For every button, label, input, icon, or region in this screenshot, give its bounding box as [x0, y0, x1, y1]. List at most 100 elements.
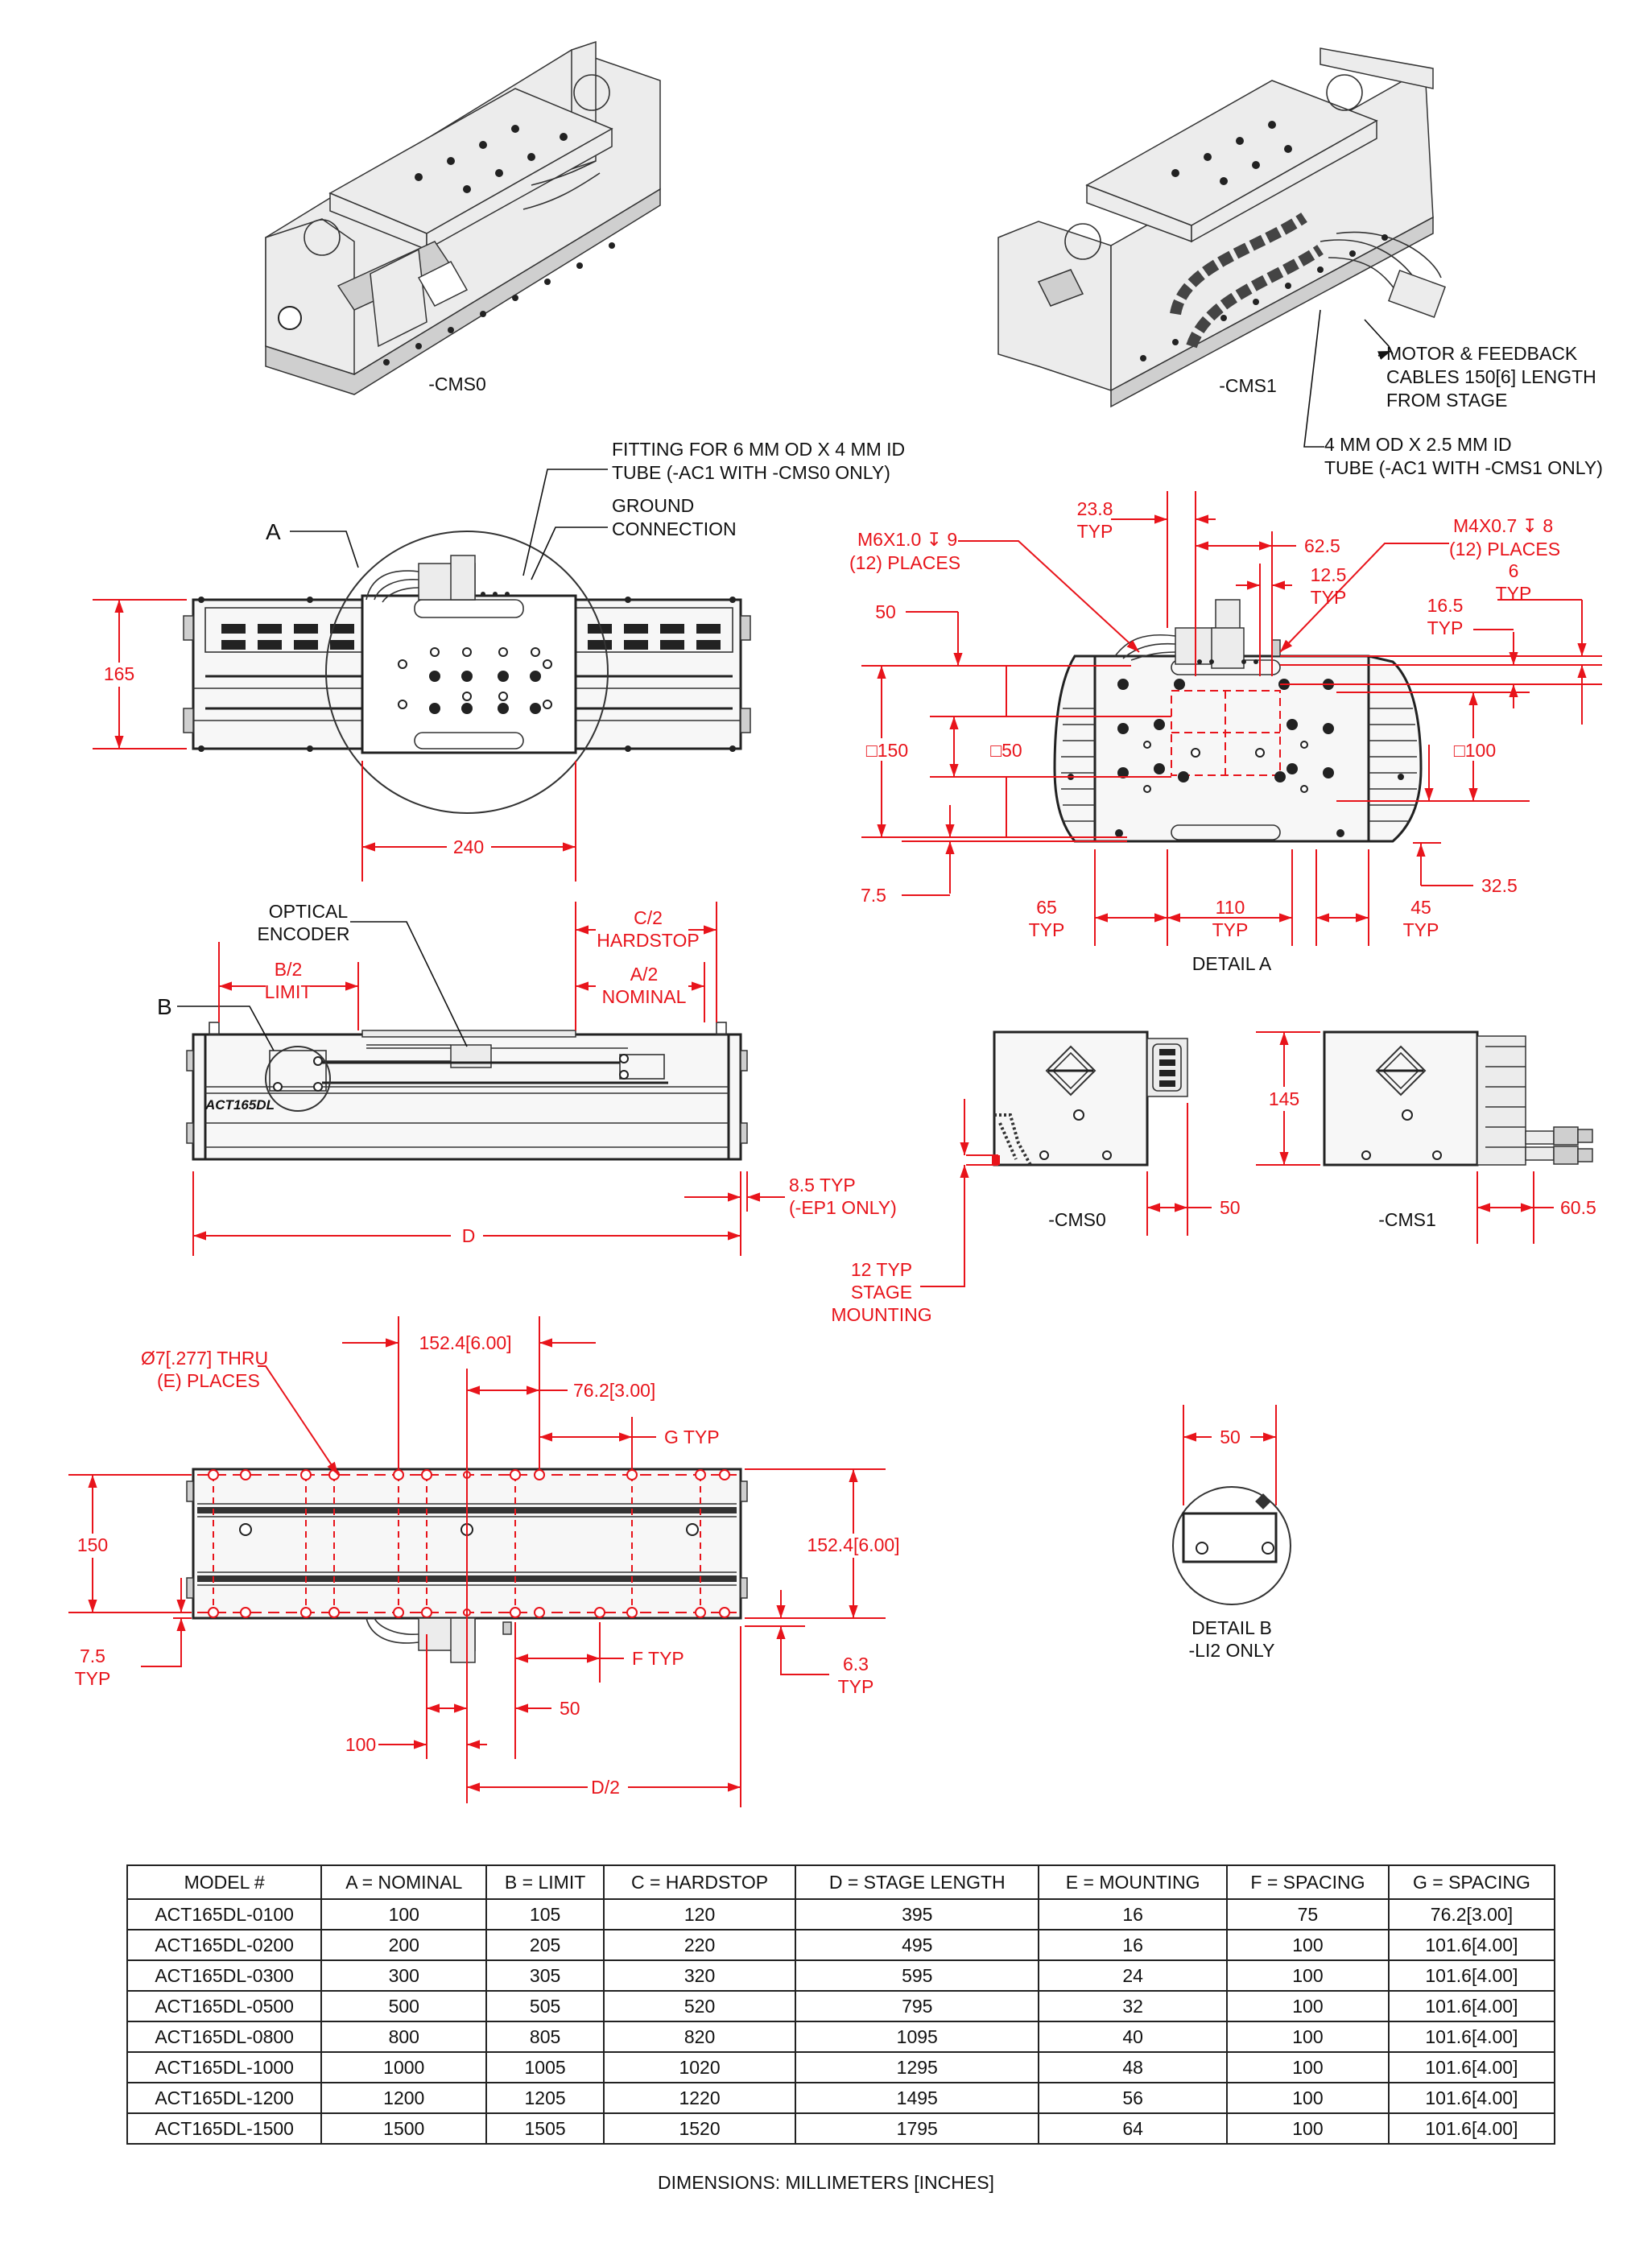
- cell-b: 105: [485, 1898, 605, 1930]
- tube-cms1-line2: TUBE (-AC1 WITH -CMS1 ONLY): [1324, 457, 1603, 478]
- encoder-line2: ENCODER: [257, 923, 349, 944]
- detail-a-ref: A: [266, 519, 281, 544]
- bottom-view: Ø7[.277] THRU (E) PLACES 152.4[6.00] 76.…: [68, 1316, 906, 1807]
- d45-line2: TYP: [1403, 919, 1439, 940]
- cell-f: 75: [1225, 1898, 1390, 1930]
- cell-c: 220: [602, 1929, 797, 1961]
- d110-line1: 110: [1216, 897, 1245, 918]
- cell-e: 48: [1038, 2051, 1228, 2083]
- d63-line1: 6.3: [843, 1654, 869, 1674]
- dim-50-detail-b: 50: [1220, 1427, 1241, 1447]
- motor-cables-line3: FROM STAGE: [1386, 390, 1507, 411]
- cell-e: 40: [1038, 2021, 1228, 2053]
- end-cms1-label: -CMS1: [1378, 1209, 1436, 1230]
- d75-bottom-line2: TYP: [75, 1668, 111, 1689]
- side-view: ACT165DL B OPTICAL ENCODER B/2 LIMIT C/2…: [157, 901, 897, 1256]
- dim-60-5: 60.5: [1560, 1197, 1596, 1218]
- dim-f-typ: F TYP: [632, 1648, 684, 1669]
- m4-line2: (12) PLACES: [1449, 539, 1560, 560]
- cell-b: 805: [485, 2021, 605, 2053]
- d63-line2: TYP: [838, 1676, 874, 1697]
- dim-sq150: □150: [866, 740, 908, 761]
- tube-cms1-line1: 4 MM OD X 2.5 MM ID: [1324, 434, 1512, 455]
- table-header-row: MODEL # A = NOMINAL B = LIMIT C = HARDST…: [126, 1864, 1556, 1900]
- cell-model: ACT165DL-1200: [126, 2082, 323, 2114]
- header-f: F = SPACING: [1225, 1864, 1390, 1900]
- dim-d-half: D/2: [591, 1777, 620, 1798]
- cell-f: 100: [1225, 1959, 1390, 1992]
- d238-line1: 23.8: [1077, 498, 1113, 519]
- detail-b-ref: B: [157, 994, 172, 1019]
- end-cms0-label: -CMS0: [1048, 1209, 1106, 1230]
- cell-e: 64: [1038, 2112, 1228, 2145]
- header-a: A = NOMINAL: [320, 1864, 488, 1900]
- cell-e: 24: [1038, 1959, 1228, 1992]
- b2-line1: B/2: [275, 959, 303, 980]
- m6-line2: (12) PLACES: [849, 552, 960, 573]
- d110-line2: TYP: [1212, 919, 1249, 940]
- cell-f: 100: [1225, 2112, 1390, 2145]
- a2-line1: A/2: [630, 964, 659, 985]
- cell-g: 101.6[4.00]: [1387, 2112, 1556, 2145]
- dim-7-5-a: 7.5: [861, 885, 886, 906]
- c2-line2: HARDSTOP: [597, 930, 699, 951]
- d165-line2: TYP: [1427, 617, 1464, 638]
- cell-c: 320: [602, 1959, 797, 1992]
- iso-view-cms0: -CMS0: [265, 40, 661, 395]
- cell-f: 100: [1225, 2021, 1390, 2053]
- model-mark: ACT165DL: [204, 1097, 275, 1113]
- dim-62-5: 62.5: [1304, 535, 1340, 556]
- cell-model: ACT165DL-0300: [126, 1959, 323, 1992]
- iso-cms1-label: -CMS1: [1219, 375, 1277, 396]
- cell-b: 1505: [485, 2112, 605, 2145]
- cell-e: 16: [1038, 1929, 1228, 1961]
- fitting-line2: TUBE (-AC1 WITH -CMS0 ONLY): [612, 462, 890, 483]
- dim-50-end: 50: [1220, 1197, 1241, 1218]
- d45-line1: 45: [1410, 897, 1431, 918]
- cell-d: 1295: [795, 2051, 1040, 2083]
- header-d: D = STAGE LENGTH: [795, 1864, 1040, 1900]
- mounting-line2: STAGE: [851, 1282, 912, 1303]
- thru-line2: (E) PLACES: [157, 1370, 260, 1391]
- d75-bottom-line1: 7.5: [80, 1646, 105, 1666]
- cell-a: 100: [320, 1898, 488, 1930]
- cell-a: 1000: [320, 2051, 488, 2083]
- dim-76-2: 76.2[3.00]: [573, 1380, 655, 1401]
- cell-b: 505: [485, 1990, 605, 2022]
- cell-g: 101.6[4.00]: [1387, 1929, 1556, 1961]
- detail-a-title: DETAIL A: [1192, 953, 1272, 974]
- motor-cables-line1: MOTOR & FEEDBACK: [1386, 343, 1578, 364]
- top-view: FITTING FOR 6 MM OD X 4 MM ID TUBE (-AC1…: [93, 439, 905, 882]
- d65-line1: 65: [1036, 897, 1057, 918]
- cell-g: 101.6[4.00]: [1387, 2021, 1556, 2053]
- cell-c: 120: [602, 1898, 797, 1930]
- engineering-drawing: -CMS0 -CMS1 MOTOR & FEEDBACK CABLES 150[…: [68, 40, 1603, 1807]
- ep1-line1: 8.5 TYP: [789, 1175, 856, 1195]
- end-view-cms0: 12 TYP STAGE MOUNTING 50 -CMS0: [831, 1030, 1241, 1325]
- dim-240: 240: [453, 836, 484, 857]
- d238-line2: TYP: [1077, 521, 1113, 542]
- cell-a: 800: [320, 2021, 488, 2053]
- header-model: MODEL #: [126, 1864, 323, 1900]
- mounting-line3: MOUNTING: [831, 1304, 931, 1325]
- dim-152-4-h: 152.4[6.00]: [419, 1332, 511, 1353]
- dim-sq100: □100: [1454, 740, 1496, 761]
- encoder-line1: OPTICAL: [269, 901, 349, 922]
- cell-c: 1020: [602, 2051, 797, 2083]
- d125-line2: TYP: [1311, 587, 1347, 608]
- cell-e: 32: [1038, 1990, 1228, 2022]
- dim-50-a: 50: [875, 601, 896, 622]
- cell-g: 101.6[4.00]: [1387, 2051, 1556, 2083]
- cell-g: 101.6[4.00]: [1387, 1990, 1556, 2022]
- dim-g-typ: G TYP: [664, 1427, 720, 1447]
- end-view-cms1: 145 60.5 -CMS1: [1256, 1030, 1596, 1244]
- cell-b: 1005: [485, 2051, 605, 2083]
- cell-model: ACT165DL-0800: [126, 2021, 323, 2053]
- dim-50-bottom: 50: [560, 1698, 580, 1719]
- cell-a: 1200: [320, 2082, 488, 2114]
- cell-e: 16: [1038, 1898, 1228, 1930]
